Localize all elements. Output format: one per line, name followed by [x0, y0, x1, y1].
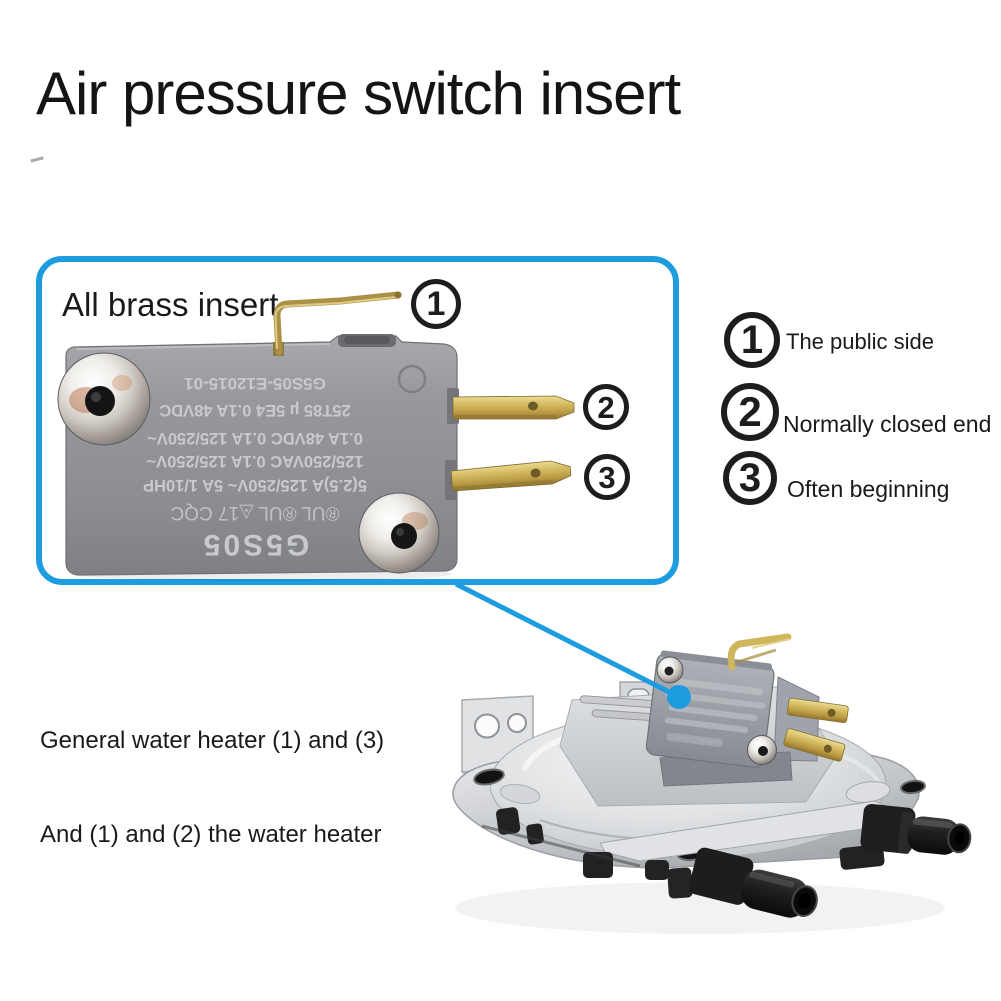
callout-box-label: All brass insert	[62, 286, 279, 323]
legend-number-2: 2	[721, 383, 779, 441]
spade-terminal-2	[452, 395, 575, 420]
hose-port-bottom	[667, 847, 818, 918]
connector	[454, 581, 691, 709]
mounted-microswitch	[645, 633, 849, 787]
legend-label-3: Often beginning	[787, 476, 950, 502]
switch-rating-4: 25T85 µ 5E4 0.1A 48VDC	[159, 401, 351, 419]
device-spade-terminal-mid	[786, 697, 849, 724]
device-lever-terminal	[727, 633, 792, 671]
device-spade-terminal-low	[783, 728, 846, 762]
legend-number-3: 3	[723, 451, 777, 505]
legend-label-2: Normally closed end	[783, 411, 992, 437]
page-title: Air pressure switch insert	[36, 60, 681, 127]
rivet-bottom-right	[358, 492, 440, 574]
callout-number-3: 3	[584, 454, 630, 500]
switch-rating-1: 5(2.5)A 125/250V~ 5A 1/10HP	[143, 476, 367, 494]
molded-circle-mark	[397, 364, 427, 394]
note-wiring-1: General water heater (1) and (3)	[40, 727, 385, 754]
switch-part-number: G5S05-E12015-01	[184, 374, 326, 393]
legend-number-1: 1	[724, 312, 780, 368]
callout-number-2: 2	[583, 384, 629, 430]
brass-lever-pin	[273, 291, 402, 356]
note-wiring-2: And (1) and (2) the water heater	[40, 821, 382, 848]
switch-cert-marks: ®UL ®UL ◬17 CQC	[171, 502, 340, 523]
locator-dot	[667, 685, 691, 709]
legend-label-1: The public side	[786, 329, 934, 354]
pressure-switch-device	[452, 633, 972, 934]
spade-terminal-3	[450, 460, 572, 492]
switch-rating-2: 125/250VAC 0.1A 125/250V~	[146, 452, 363, 470]
hose-port-right	[860, 803, 972, 855]
callout-number-1: 1	[411, 279, 461, 329]
rivet-top-left	[57, 352, 151, 446]
housing-lower-parts	[481, 807, 885, 880]
microswitch-photo: G5S05 ®UL ®UL ◬17 CQC 5(2.5)A 125/250V~ …	[57, 291, 575, 581]
switch-model-text: G5S05	[201, 528, 309, 561]
switch-rating-3: 0.1A 48VDC 0.1A 125/250V~	[147, 429, 363, 447]
